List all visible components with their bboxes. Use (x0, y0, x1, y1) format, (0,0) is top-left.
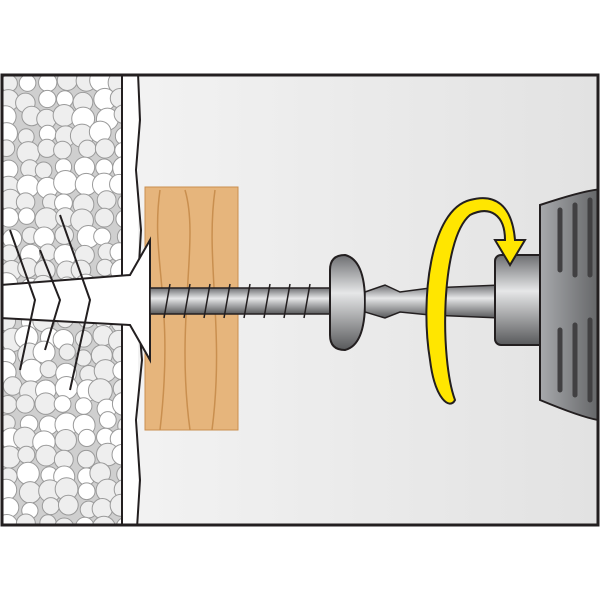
insulation-pellet (93, 227, 112, 246)
insulation-pellet (34, 161, 53, 180)
insulation-pellet (39, 360, 58, 379)
drill (494, 188, 598, 422)
insulation-pellet (54, 429, 77, 452)
insulation-pellet (53, 395, 72, 413)
insulation-pellet (53, 140, 72, 160)
insulation-pellet (53, 170, 78, 195)
insulation-pellet (38, 89, 57, 109)
insulation-pellet (92, 515, 116, 525)
insulation-pellet (39, 243, 57, 262)
insulation-pellet (54, 517, 75, 525)
insulation-pellet (98, 411, 117, 429)
insulation-pellet (57, 494, 79, 516)
insulation-pellet (18, 75, 37, 92)
insulation-pellet (78, 139, 97, 158)
insulation-pellet (74, 329, 93, 348)
rotation-arrow-icon (425, 197, 527, 405)
insulation-pellet (41, 497, 60, 516)
insulation-pellet (16, 461, 40, 486)
insulation-pellet (74, 397, 93, 415)
insulation-pellet (19, 358, 44, 383)
insulation-pellet (54, 376, 79, 400)
insulation-pellet (77, 482, 96, 501)
insulation-pellet (2, 514, 19, 525)
insulation-pellet (17, 207, 36, 225)
insulation-pellet (15, 394, 35, 414)
insulation-pellet (76, 449, 96, 469)
insulation-pellet (94, 207, 115, 228)
insulation-pellet (32, 340, 56, 364)
insulation-pellet (58, 343, 76, 361)
insulation-pellet (2, 139, 16, 158)
insulation-pellet (18, 481, 42, 504)
insulation-pellet (75, 516, 95, 525)
insulation-pellet (34, 392, 57, 415)
insulation-pellet (35, 444, 58, 467)
insulation-pellet (94, 138, 116, 159)
drywall-anchor (2, 214, 151, 391)
insulation-pellet (15, 513, 36, 525)
insulation-pellet (56, 75, 78, 91)
insulation-pellet (96, 190, 117, 210)
insulation-pellet (17, 445, 36, 464)
insulation-pellet (77, 428, 96, 447)
insulation-pellet (2, 376, 23, 396)
insulation-pellet (39, 514, 57, 525)
frame (0, 73, 600, 527)
